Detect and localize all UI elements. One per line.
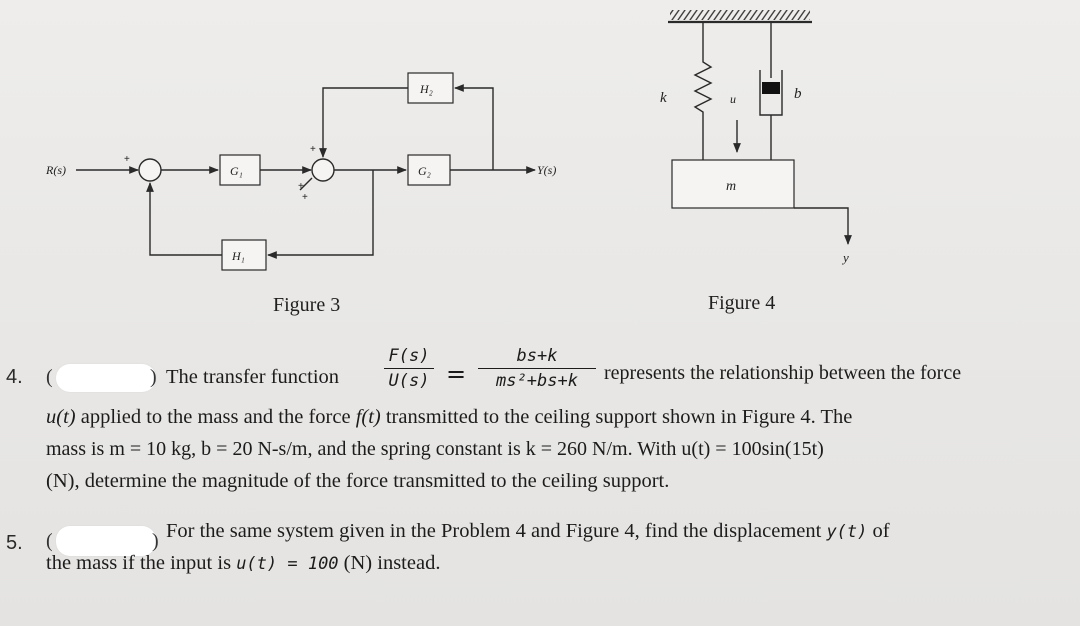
wire-to-h2 <box>454 84 494 170</box>
label-y-of-s: Y(s) <box>537 163 556 177</box>
fraction-right-denominator: ms²+bs+k <box>496 371 578 392</box>
fraction-left-bar <box>384 368 434 370</box>
label-m: m <box>726 179 736 194</box>
u-of-t: u(t) <box>46 406 76 428</box>
wire-h2-sj2 <box>319 87 408 158</box>
problem-5-line-1: For the same system given in the Problem… <box>166 520 890 543</box>
label-h2: H₂ <box>419 82 433 96</box>
spring <box>693 22 713 160</box>
problem-4-lead: The transfer function <box>166 366 340 388</box>
u-equals-100: u(t) = 100 <box>236 554 339 574</box>
problem-4-line-3: mass is m = 10 kg, b = 20 N-s/m, and the… <box>46 438 824 460</box>
transfer-fraction-left: F(s) U(s) <box>384 346 434 391</box>
problem-4-tail: represents the relationship between the … <box>604 362 962 384</box>
redaction-blob-4 <box>56 364 156 392</box>
problem-4-line-4: (N), determine the magnitude of the forc… <box>46 470 670 492</box>
label-y: y <box>841 250 849 265</box>
y-of-t: y(t) <box>826 522 868 542</box>
sign-plus-sj2-bottom: + <box>302 192 308 203</box>
p5-line1-a: For the same system given in the Problem… <box>166 520 827 542</box>
fraction-left-numerator: F(s) <box>388 346 430 366</box>
sj2-side-mark <box>299 177 313 191</box>
mass-block <box>671 159 795 209</box>
sign-plus-sj2-left: + <box>298 181 304 192</box>
block-h2 <box>407 72 454 104</box>
line2-text-b: applied to the mass and the force <box>75 406 356 428</box>
p5-line2-a: the mass if the input is <box>46 552 237 574</box>
problem-5-line-2: the mass if the input is u(t) = 100 (N) … <box>46 552 440 575</box>
displacement-arrow <box>794 207 852 245</box>
label-b: b <box>794 86 802 102</box>
line2-text-d: transmitted to the ceiling support shown… <box>380 406 853 428</box>
problem-4-open-paren: ( <box>46 366 53 388</box>
transfer-fraction-right: bs+k ms²+bs+k <box>478 346 596 391</box>
fraction-left-denominator: U(s) <box>388 371 430 392</box>
summing-junction-2 <box>311 158 335 182</box>
problem-4-line-2: u(t) applied to the mass and the force f… <box>46 406 852 429</box>
wire-to-h1 <box>267 170 374 259</box>
problem-5-close-paren: ) <box>152 530 159 552</box>
wire-h1-sj1 <box>146 182 222 256</box>
p5-line1-c: of <box>867 520 890 542</box>
p5-line2-c: (N) instead. <box>338 552 441 574</box>
figure4-caption: Figure 4 <box>708 292 776 314</box>
problem-4-close-paren: ) <box>150 366 157 388</box>
fraction-right-bar <box>478 368 596 370</box>
label-k: k <box>660 90 667 106</box>
damper-piston <box>762 82 780 94</box>
problem-4-number: 4. <box>6 366 23 388</box>
problem-5-number: 5. <box>6 532 23 554</box>
redaction-blob-5 <box>56 526 156 556</box>
sign-plus-sj1: + <box>124 154 130 165</box>
figure3-diagram: R(s) G₁ G₂ H₂ H₁ Y(s) + + + + <box>45 72 556 271</box>
f-of-t: f(t) <box>355 406 381 428</box>
fraction-right-numerator: bs+k <box>516 346 558 366</box>
label-h1: H₁ <box>231 249 245 263</box>
label-u: u <box>730 92 736 106</box>
summing-junction-1 <box>138 158 162 182</box>
label-r-of-s: R(s) <box>45 163 66 177</box>
figure4-diagram: k u b m y <box>660 10 852 265</box>
block-g2 <box>407 154 451 186</box>
equals-sign: = <box>446 360 467 388</box>
problem-5-open-paren: ( <box>46 530 53 552</box>
ceiling-hatch <box>670 10 810 20</box>
sign-plus-sj2-top: + <box>310 144 316 155</box>
label-g2: G₂ <box>418 164 431 178</box>
figure3-caption: Figure 3 <box>273 294 341 316</box>
label-g1: G₁ <box>230 164 243 178</box>
